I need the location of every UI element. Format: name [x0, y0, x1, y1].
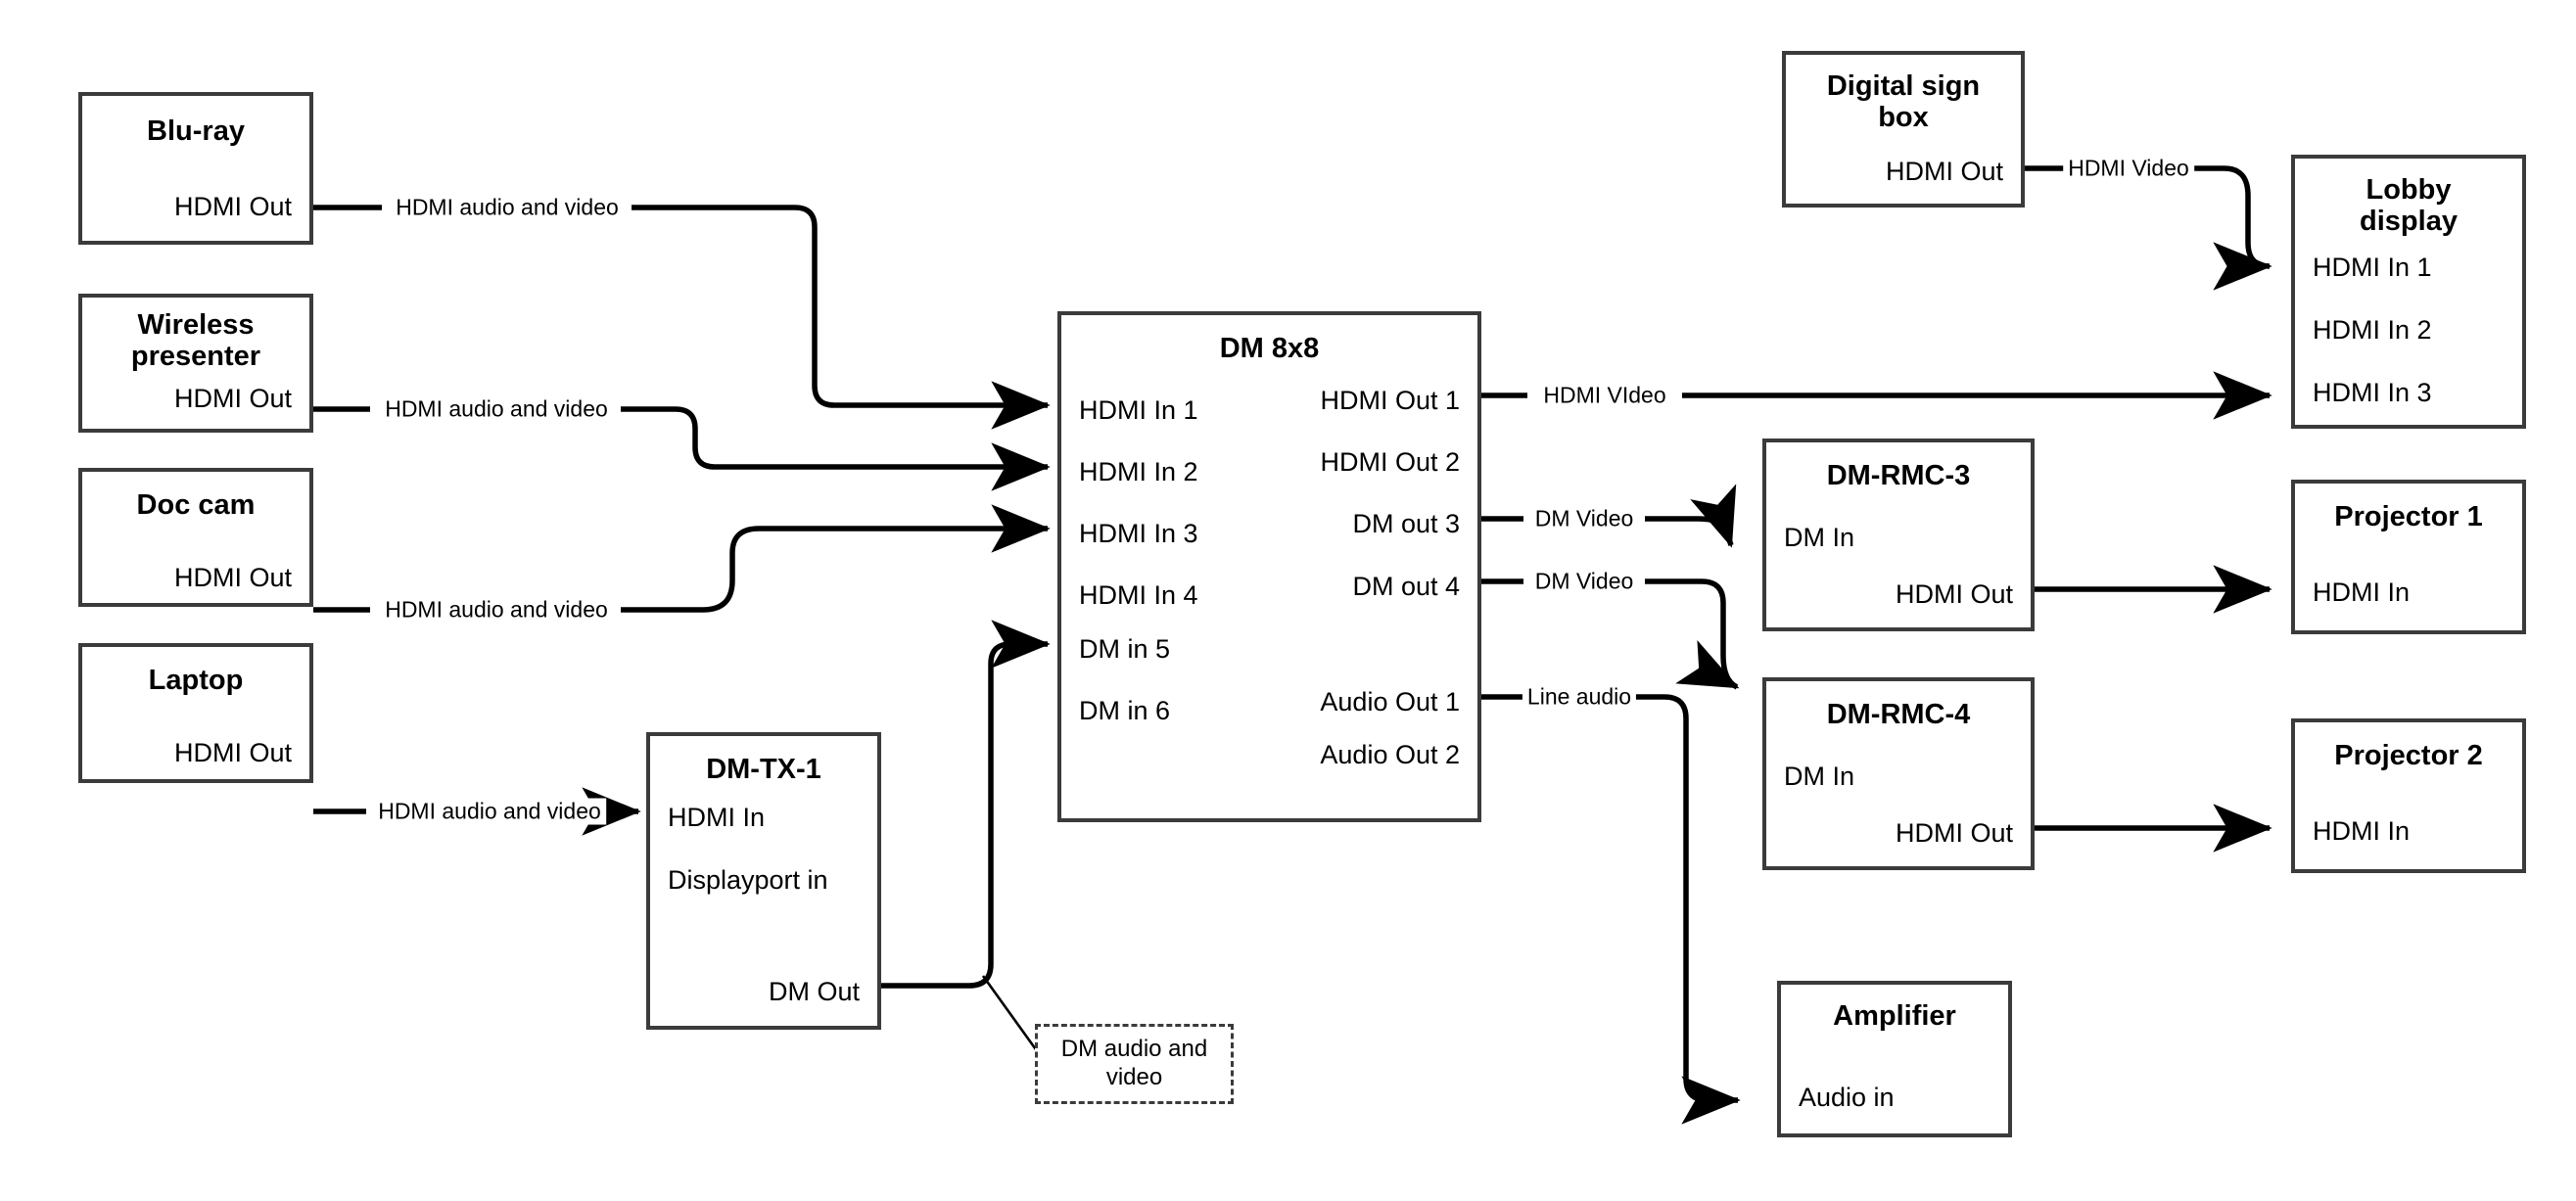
node-dm-8x8-input-dm-in-5: DM in 5: [1079, 634, 1171, 664]
edge-label-wireless-to-in2: HDMI audio and video: [380, 395, 613, 423]
node-laptop-title: Laptop: [148, 665, 244, 696]
node-dm-rmc-4-title: DM-RMC-4: [1826, 699, 1971, 730]
node-dm-8x8-input-dm-in-6: DM in 6: [1079, 696, 1171, 725]
node-dm-tx-1-title: DM-TX-1: [706, 754, 821, 785]
node-dm-8x8-output-dm-out-3: DM out 3: [1352, 509, 1460, 538]
edge-label-bluray-to-in1: HDMI audio and video: [391, 194, 624, 221]
annotation-dm-audio-and-video: DM audio and video: [1035, 1024, 1234, 1104]
wire-dmtx1-to-dm-in5: [881, 620, 1051, 989]
node-doc-cam-title: Doc cam: [136, 489, 256, 521]
edge-label-dmout4-to-rmc4: DM Video: [1529, 568, 1639, 595]
node-dm-8x8-input-hdmi-in-1: HDMI In 1: [1079, 395, 1198, 425]
node-dm-8x8-output-audio-out-1: Audio Out 1: [1320, 687, 1460, 716]
node-dm-8x8-input-hdmi-in-4: HDMI In 4: [1079, 580, 1198, 610]
node-bluray[interactable]: Blu-ray HDMI Out: [78, 92, 313, 245]
node-laptop[interactable]: Laptop HDMI Out: [78, 643, 313, 783]
node-dm-rmc-3-title: DM-RMC-3: [1826, 460, 1971, 491]
node-dm-tx-1-port-displayport-in: Displayport in: [668, 865, 828, 895]
annotation-dm-audio-and-video-text: DM audio and video: [1060, 1036, 1208, 1090]
wire-dmout3-to-rmc3: [1645, 484, 1737, 548]
node-dm-8x8[interactable]: DM 8x8 HDMI In 1 HDMI In 2 HDMI In 3 HDM…: [1057, 311, 1481, 822]
node-dm-tx-1-port-hdmi-in: HDMI In: [668, 803, 766, 832]
node-digital-sign-box-title: Digital sign box: [1826, 70, 1981, 134]
node-dm-rmc-3-port-dm-in: DM In: [1784, 523, 1855, 552]
node-dm-8x8-output-audio-out-2: Audio Out 2: [1320, 740, 1460, 769]
node-dm-8x8-input-hdmi-in-2: HDMI In 2: [1079, 457, 1198, 486]
edge-label-laptop-to-dmtx1: HDMI audio and video: [373, 798, 606, 825]
wire-sign-to-lobby-hdmi-in1: [2193, 165, 2272, 291]
node-dm-8x8-input-hdmi-in-3: HDMI In 3: [1079, 519, 1198, 548]
node-projector-1-title: Projector 1: [2334, 501, 2483, 532]
node-amplifier-title: Amplifier: [1833, 1000, 1956, 1032]
node-digital-sign-box[interactable]: Digital sign box HDMI Out: [1782, 51, 2025, 208]
wire-wireless-to-hdmi-in2: [621, 406, 1051, 491]
node-dm-rmc-3[interactable]: DM-RMC-3 DM In HDMI Out: [1762, 439, 2035, 631]
edge-label-sign-to-lobby: HDMI Video: [2063, 155, 2194, 182]
node-dm-tx-1[interactable]: DM-TX-1 HDMI In Displayport in DM Out: [646, 732, 881, 1030]
wire-bluray-to-hdmi-in1: [632, 205, 1051, 430]
wire-audioout1-to-amplifier: [1635, 694, 1741, 1125]
node-bluray-port-hdmi-out: HDMI Out: [173, 192, 292, 221]
leader-dm-audio-video-note: [981, 975, 1040, 1053]
wire-doccam-to-hdmi-in3: [621, 504, 1051, 613]
node-dm-8x8-output-dm-out-4: DM out 4: [1352, 572, 1460, 601]
node-lobby-display-input-hdmi-in-3: HDMI In 3: [2313, 378, 2432, 407]
node-dm-rmc-4-port-hdmi-out: HDMI Out: [1895, 818, 2013, 848]
node-wireless-presenter-port-hdmi-out: HDMI Out: [173, 384, 292, 413]
node-projector-1-port-hdmi-in: HDMI In: [2313, 577, 2411, 607]
node-dm-rmc-4-port-dm-in: DM In: [1784, 762, 1855, 791]
edge-label-audioout1-to-amp: Line audio: [1522, 683, 1637, 711]
node-wireless-presenter-title: Wireless presenter: [130, 309, 261, 373]
node-lobby-display[interactable]: Lobby display HDMI In 1 HDMI In 2 HDMI I…: [2291, 155, 2526, 429]
node-laptop-port-hdmi-out: HDMI Out: [173, 738, 292, 767]
node-dm-rmc-3-port-hdmi-out: HDMI Out: [1895, 579, 2013, 609]
node-doc-cam[interactable]: Doc cam HDMI Out: [78, 468, 313, 607]
edge-label-dmout3-to-rmc3: DM Video: [1529, 505, 1639, 532]
node-projector-2-port-hdmi-in: HDMI In: [2313, 816, 2411, 846]
edge-label-hdmiout1-to-lobby: HDMI VIdeo: [1538, 382, 1671, 409]
node-dm-8x8-output-hdmi-out-1: HDMI Out 1: [1320, 386, 1460, 415]
node-amplifier[interactable]: Amplifier Audio in: [1777, 981, 2012, 1137]
node-projector-2-title: Projector 2: [2334, 740, 2483, 771]
wire-dmout4-to-rmc4: [1645, 578, 1740, 690]
node-lobby-display-title: Lobby display: [2360, 174, 2458, 238]
node-digital-sign-box-port-hdmi-out: HDMI Out: [1885, 157, 2003, 186]
node-amplifier-port-audio-in: Audio in: [1799, 1083, 1895, 1112]
node-doc-cam-port-hdmi-out: HDMI Out: [173, 563, 292, 592]
node-dm-8x8-title: DM 8x8: [1219, 333, 1320, 364]
node-dm-8x8-output-hdmi-out-2: HDMI Out 2: [1320, 447, 1460, 477]
node-wireless-presenter[interactable]: Wireless presenter HDMI Out: [78, 294, 313, 433]
node-lobby-display-input-hdmi-in-2: HDMI In 2: [2313, 315, 2432, 345]
node-projector-2[interactable]: Projector 2 HDMI In: [2291, 718, 2526, 873]
node-projector-1[interactable]: Projector 1 HDMI In: [2291, 480, 2526, 634]
node-dm-tx-1-port-dm-out: DM Out: [768, 977, 860, 1006]
node-lobby-display-input-hdmi-in-1: HDMI In 1: [2313, 253, 2432, 282]
node-dm-rmc-4[interactable]: DM-RMC-4 DM In HDMI Out: [1762, 677, 2035, 870]
edge-label-doccam-to-in3: HDMI audio and video: [380, 596, 613, 624]
node-bluray-title: Blu-ray: [147, 115, 245, 147]
